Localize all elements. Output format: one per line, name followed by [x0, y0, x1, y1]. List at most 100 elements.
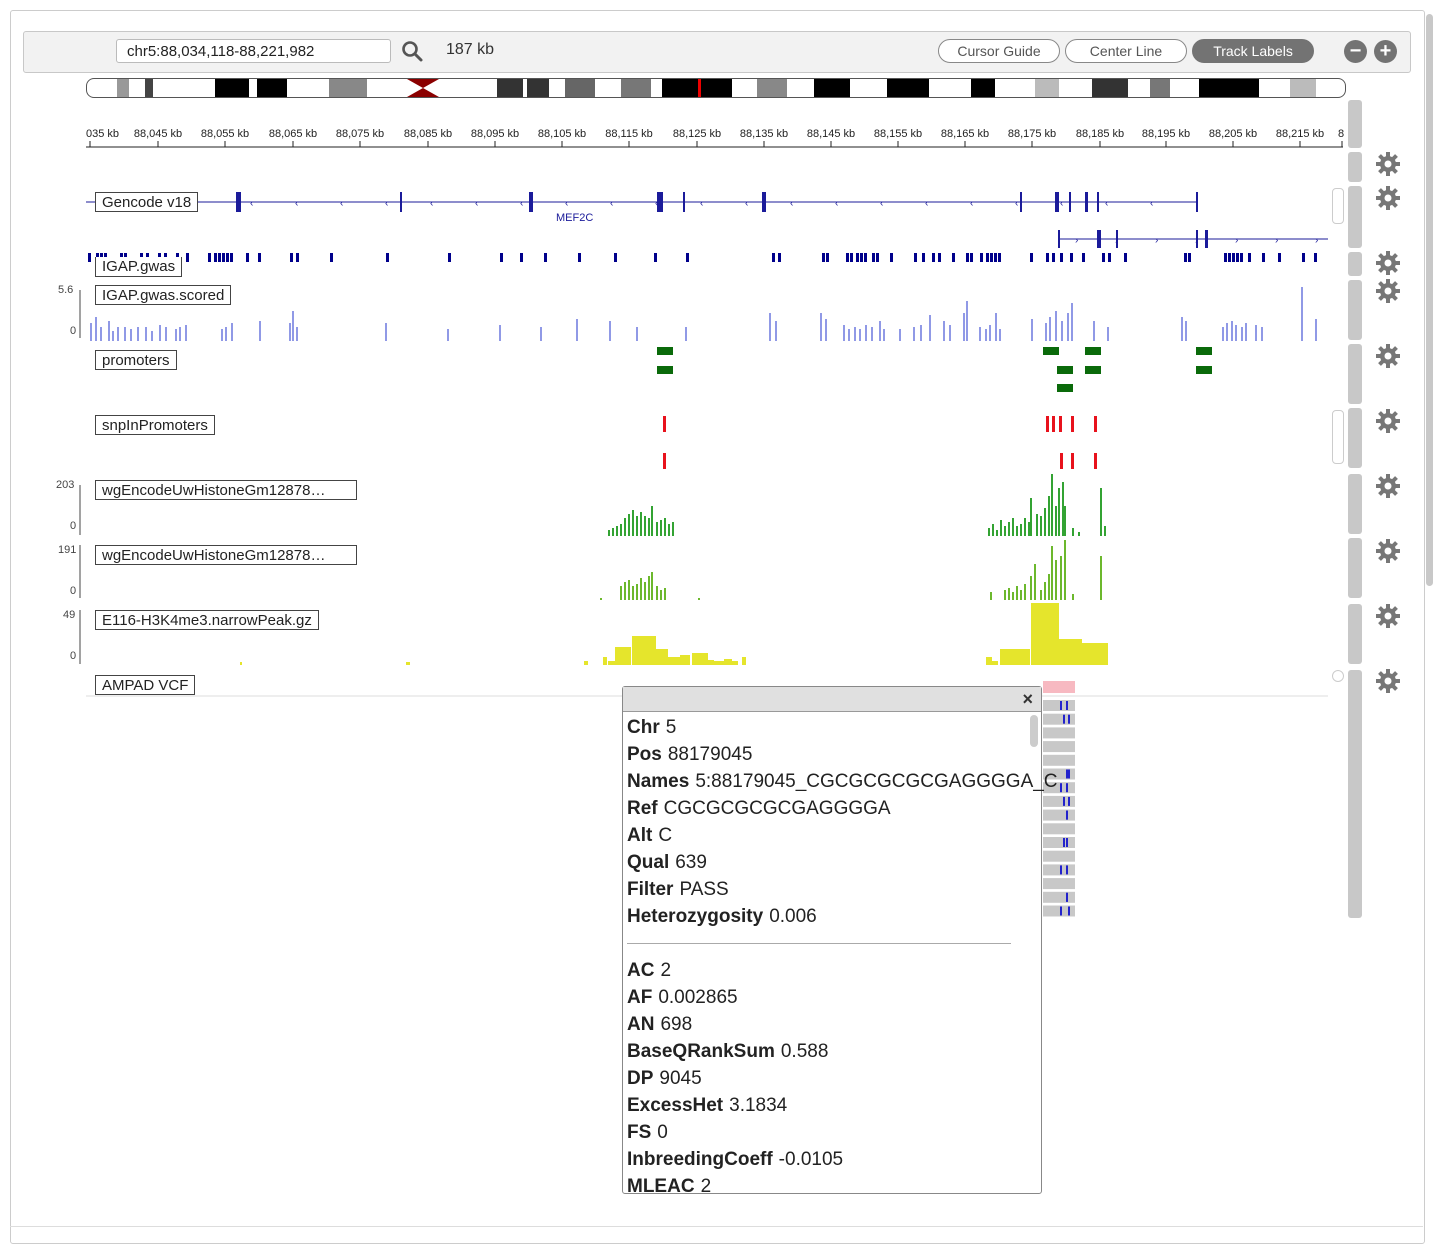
- track-drag-handle[interactable]: [1348, 344, 1362, 404]
- histone2-bar: [1012, 592, 1014, 600]
- vcf-genotype-call: [1060, 701, 1062, 710]
- gear-icon[interactable]: [1375, 538, 1401, 564]
- cursor-guide-button[interactable]: Cursor Guide: [938, 39, 1060, 63]
- vcf-genotype-call: [1066, 892, 1068, 902]
- histone1-bar: [992, 524, 994, 536]
- track-drag-handle[interactable]: [1348, 538, 1362, 598]
- track-label-promoters[interactable]: promoters: [95, 350, 177, 370]
- track-label-snp-in-promoters[interactable]: snpInPromoters: [95, 415, 215, 435]
- vcf-genotype-call: [1068, 796, 1070, 806]
- ruler-tick-label: 88,115 kb: [605, 128, 653, 140]
- gwas-feature: [1262, 253, 1265, 262]
- popup-header[interactable]: ×: [623, 687, 1041, 712]
- vcf-track-scrollbar[interactable]: [1332, 670, 1344, 682]
- gene-exon: [1069, 192, 1071, 212]
- ruler-tick-label: 88,055 kb: [200, 128, 250, 140]
- snp-feature: [1060, 453, 1063, 469]
- track-drag-handle[interactable]: [1348, 604, 1362, 664]
- gene-strand-arrow: ‹: [610, 198, 613, 209]
- histone2-bar: [1040, 590, 1042, 600]
- gear-icon[interactable]: [1375, 185, 1401, 211]
- zoom-in-button[interactable]: +: [1374, 40, 1397, 63]
- popup-divider: [627, 943, 1011, 944]
- track-label-igap-gwas-scored[interactable]: IGAP.gwas.scored: [95, 285, 232, 305]
- gwas-feature: [872, 253, 875, 262]
- gwas-feature: [520, 253, 523, 262]
- gwas-feature: [822, 253, 825, 262]
- gear-icon[interactable]: [1375, 603, 1401, 629]
- histone2-bar: [1100, 556, 1102, 600]
- locus-search-input[interactable]: chr5:88,034,118-88,221,982: [116, 39, 391, 63]
- e116-peak: [1082, 643, 1108, 665]
- track-labels-button[interactable]: Track Labels: [1192, 39, 1314, 63]
- track-drag-handle[interactable]: [1348, 280, 1362, 340]
- track-label-histone-2[interactable]: wgEncodeUwHistoneGm12878…: [95, 545, 357, 565]
- gencode-track-scrollbar[interactable]: [1332, 188, 1344, 224]
- chromosome-ideogram[interactable]: [86, 78, 1346, 98]
- popup-field-key: Heterozygosity: [627, 906, 764, 927]
- zoom-out-button[interactable]: −: [1344, 40, 1367, 63]
- vcf-genotype-call: [1063, 838, 1065, 847]
- gear-icon[interactable]: [1375, 278, 1401, 304]
- histone1-bar: [644, 516, 646, 536]
- vcf-genotype: [1043, 891, 1075, 903]
- gene-strand-arrow: ‹: [1105, 198, 1108, 209]
- gene-exon: [236, 192, 241, 212]
- gene-exon: [1205, 230, 1208, 248]
- snp-feature: [1071, 453, 1074, 469]
- vcf-genotype-call: [1066, 701, 1068, 710]
- gear-icon[interactable]: [1375, 343, 1401, 369]
- popup-field-value: 0.588: [780, 1041, 829, 1062]
- histone2-bar: [620, 586, 622, 600]
- vcf-genotype: [1043, 741, 1075, 753]
- track-drag-handle[interactable]: [1348, 670, 1362, 918]
- vcf-genotype: [1043, 700, 1075, 711]
- track-drag-handle[interactable]: [1348, 408, 1362, 468]
- gene-strand-arrow: ‹: [925, 198, 928, 209]
- histone1-bar: [616, 526, 618, 536]
- e116-peak: [1058, 639, 1082, 665]
- track-drag-handle[interactable]: [1348, 100, 1362, 148]
- promoter-feature: [1085, 366, 1101, 374]
- snp-track-scrollbar[interactable]: [1332, 410, 1344, 464]
- histone1-bar: [632, 510, 634, 536]
- gwas-feature: [1046, 253, 1049, 262]
- gwas-feature: [686, 253, 689, 262]
- track-drag-handle[interactable]: [1348, 186, 1362, 248]
- vertical-scrollbar[interactable]: [1424, 10, 1435, 1242]
- vcf-genotype-call: [1066, 838, 1068, 847]
- gwas-feature: [980, 253, 983, 262]
- histone2-bar: [660, 590, 662, 600]
- popup-field-key: AC: [627, 960, 655, 981]
- popup-scrollbar[interactable]: [1030, 715, 1038, 747]
- gwas-feature: [850, 253, 853, 262]
- gear-icon[interactable]: [1375, 250, 1401, 276]
- vertical-scrollbar-thumb[interactable]: [1426, 14, 1433, 586]
- e116-peak: [692, 653, 708, 665]
- track-label-histone-1[interactable]: wgEncodeUwHistoneGm12878…: [95, 480, 357, 500]
- center-line-button[interactable]: Center Line: [1065, 39, 1187, 63]
- histone2-bar: [1020, 590, 1022, 600]
- gear-icon[interactable]: [1375, 408, 1401, 434]
- gene-exon: [1097, 230, 1101, 248]
- histone2-scale-min: 0: [70, 585, 77, 597]
- horizontal-scrollbar[interactable]: [10, 1226, 1423, 1243]
- gear-icon[interactable]: [1375, 668, 1401, 694]
- gear-icon[interactable]: [1375, 151, 1401, 177]
- track-label-e116[interactable]: E116-H3K4me3.narrowPeak.gz: [95, 610, 319, 630]
- search-icon[interactable]: [401, 40, 423, 62]
- close-icon[interactable]: ×: [1022, 689, 1033, 709]
- gene-strand-arrow: ‹: [790, 198, 793, 209]
- track-label-ampad-vcf[interactable]: AMPAD VCF: [95, 675, 196, 695]
- snp-feature: [1094, 416, 1097, 432]
- track-label-igap-gwas[interactable]: IGAP.gwas: [95, 257, 183, 277]
- track-drag-handle[interactable]: [1348, 252, 1362, 276]
- track-drag-handle[interactable]: [1348, 474, 1362, 534]
- track-drag-handle[interactable]: [1348, 152, 1362, 182]
- e116-peak: [732, 661, 738, 665]
- gene-strand-arrow: ‹: [1015, 198, 1018, 209]
- snp-feature: [663, 416, 666, 432]
- track-label-gencode[interactable]: Gencode v18: [95, 192, 199, 212]
- gear-icon[interactable]: [1375, 473, 1401, 499]
